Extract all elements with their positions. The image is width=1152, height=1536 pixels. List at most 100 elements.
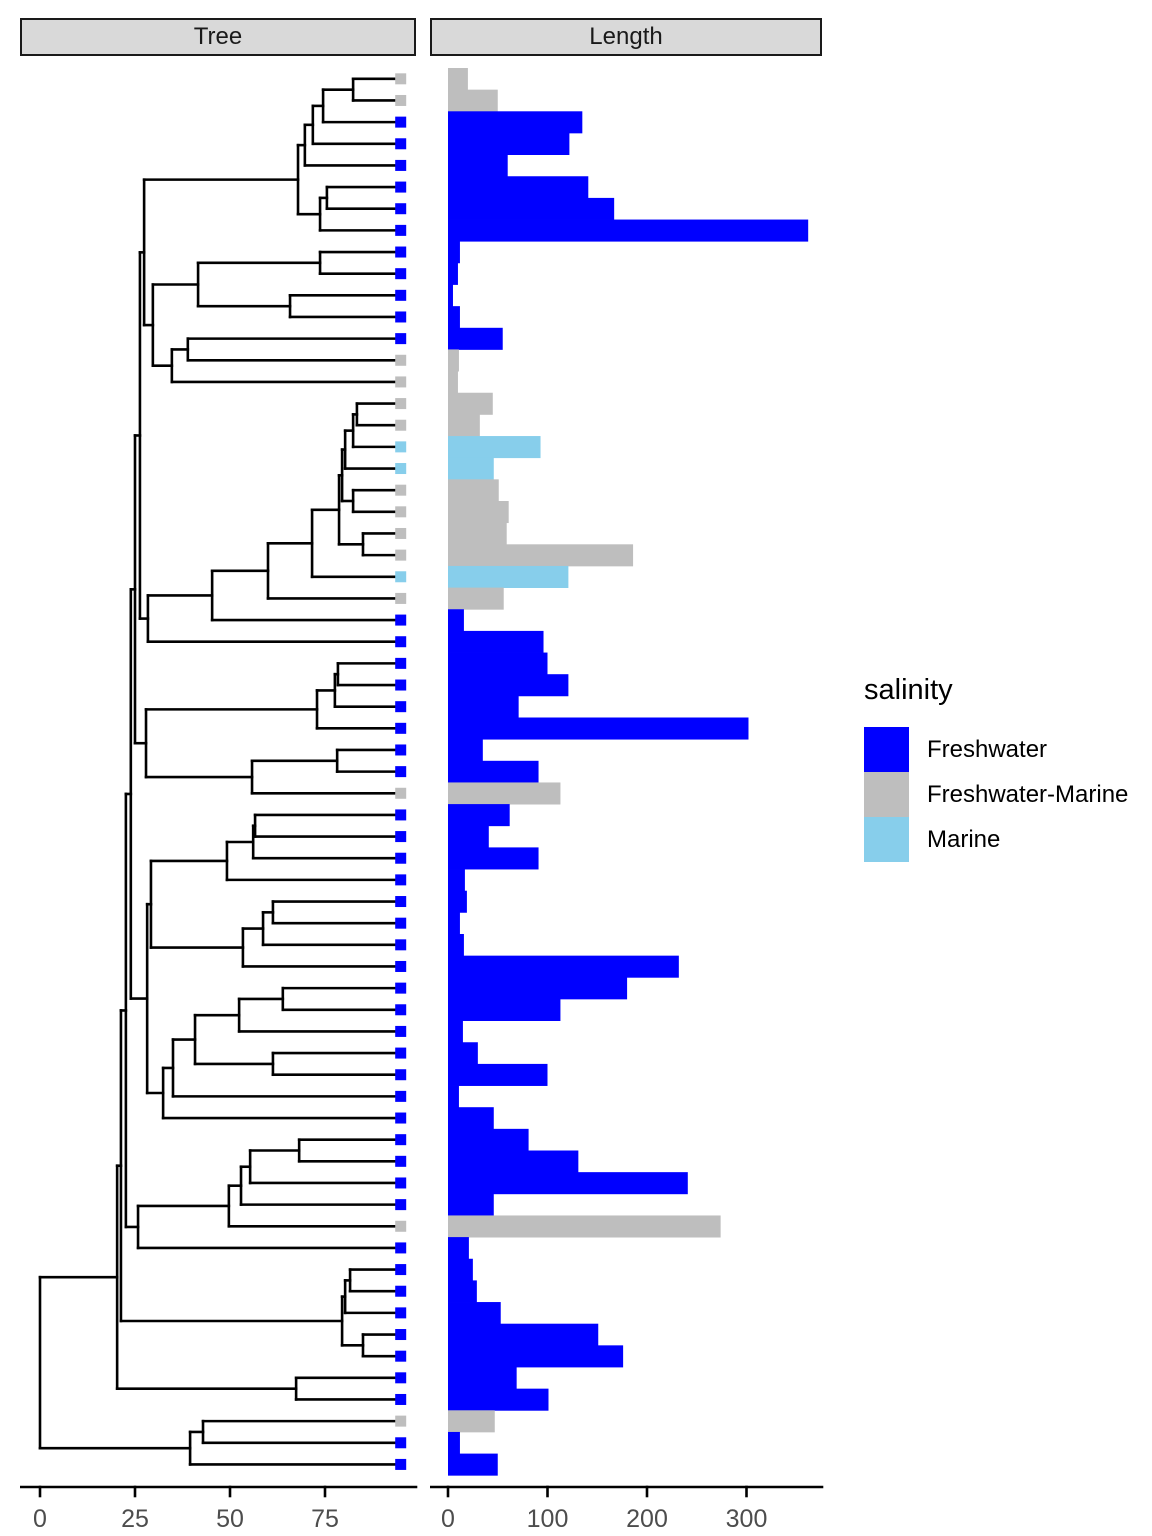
tip-marker bbox=[395, 766, 407, 778]
tip-marker bbox=[395, 398, 407, 410]
tip-marker bbox=[395, 657, 407, 669]
length-bar bbox=[448, 132, 570, 155]
length-bar bbox=[448, 869, 465, 892]
tip-marker bbox=[395, 203, 407, 215]
tip-marker bbox=[395, 571, 407, 583]
tip-marker bbox=[395, 1437, 407, 1449]
length-bar bbox=[448, 414, 480, 437]
length-bar bbox=[448, 327, 503, 350]
length-bar bbox=[448, 760, 539, 783]
length-bar bbox=[448, 717, 749, 740]
tip-marker bbox=[395, 116, 407, 128]
tip-marker bbox=[395, 484, 407, 496]
length-bar bbox=[448, 1172, 688, 1195]
length-bar bbox=[448, 197, 615, 220]
tip-marker bbox=[395, 1285, 407, 1297]
length-bar bbox=[448, 219, 809, 242]
length-bar bbox=[448, 804, 510, 827]
length-bar bbox=[448, 695, 519, 718]
length-strip-label: Length bbox=[589, 23, 663, 50]
length-bar bbox=[448, 955, 679, 978]
legend-label: Freshwater bbox=[927, 735, 1048, 763]
tip-marker bbox=[395, 896, 407, 908]
tip-marker bbox=[395, 159, 407, 171]
tip-marker bbox=[395, 1307, 407, 1319]
tip-marker bbox=[395, 1329, 407, 1341]
length-bar bbox=[448, 1431, 460, 1454]
length-bar bbox=[448, 457, 494, 480]
tree-axis-tick-label: 50 bbox=[216, 1505, 244, 1533]
legend-label: Marine bbox=[927, 825, 1001, 853]
tip-marker bbox=[395, 636, 407, 648]
tree-axis-tick-label: 0 bbox=[33, 1505, 47, 1533]
length-bar bbox=[448, 609, 464, 632]
legend-swatch bbox=[864, 727, 909, 772]
tip-marker bbox=[395, 506, 407, 518]
length-bar bbox=[448, 977, 628, 1000]
tip-marker bbox=[395, 1004, 407, 1016]
length-bar bbox=[448, 1107, 494, 1130]
length-bar bbox=[448, 284, 453, 307]
tip-marker bbox=[395, 73, 407, 85]
tip-marker bbox=[395, 809, 407, 821]
tip-marker bbox=[395, 441, 407, 453]
legend-swatch bbox=[864, 772, 909, 817]
length-bar bbox=[448, 1128, 529, 1151]
tip-marker bbox=[395, 787, 407, 799]
legend-item: Freshwater bbox=[864, 727, 1128, 772]
tip-marker bbox=[395, 354, 407, 366]
tip-marker bbox=[395, 246, 407, 258]
length-bar bbox=[448, 847, 539, 870]
length-axis-tick-label: 200 bbox=[626, 1505, 668, 1533]
tip-marker bbox=[395, 1199, 407, 1211]
tip-marker bbox=[395, 549, 407, 561]
length-bar bbox=[448, 436, 541, 459]
length-bar bbox=[448, 1237, 469, 1260]
tip-marker bbox=[395, 1112, 407, 1124]
tip-marker bbox=[395, 1264, 407, 1276]
length-bar bbox=[448, 1367, 517, 1390]
length-bar bbox=[448, 68, 468, 91]
tip-marker bbox=[395, 917, 407, 929]
tip-marker bbox=[395, 722, 407, 734]
length-bar bbox=[448, 587, 504, 610]
length-bar bbox=[448, 1388, 549, 1411]
legend-item: Freshwater-Marine bbox=[864, 772, 1128, 817]
tip-marker bbox=[395, 852, 407, 864]
tip-marker bbox=[395, 376, 407, 388]
tip-marker bbox=[395, 181, 407, 193]
length-bar bbox=[448, 522, 507, 545]
tip-marker bbox=[395, 311, 407, 323]
tip-marker bbox=[395, 1393, 407, 1405]
tree-strip-label: Tree bbox=[193, 23, 243, 50]
length-bar bbox=[448, 306, 460, 329]
legend-swatch bbox=[864, 817, 909, 862]
length-bar bbox=[448, 1063, 548, 1086]
tip-marker bbox=[395, 1415, 407, 1427]
tip-marker bbox=[395, 874, 407, 886]
tip-marker bbox=[395, 1242, 407, 1254]
length-bar bbox=[448, 241, 460, 264]
tip-marker bbox=[395, 592, 407, 604]
tip-marker bbox=[395, 527, 407, 539]
length-bar bbox=[448, 998, 561, 1021]
length-bar bbox=[448, 1323, 599, 1346]
length-bar bbox=[448, 371, 458, 394]
length-bar bbox=[448, 652, 548, 675]
tip-marker bbox=[395, 982, 407, 994]
tree-facet-strip: Tree bbox=[20, 18, 416, 56]
tip-marker bbox=[395, 1047, 407, 1059]
length-bar bbox=[448, 262, 458, 285]
tree-axis-tick-label: 25 bbox=[121, 1505, 149, 1533]
length-bar bbox=[448, 544, 634, 567]
length-bar bbox=[448, 1258, 473, 1281]
tip-marker bbox=[395, 419, 407, 431]
length-bar bbox=[448, 89, 498, 112]
tree-axis-tick-label: 75 bbox=[311, 1505, 339, 1533]
tip-marker bbox=[395, 679, 407, 691]
length-bar bbox=[448, 1302, 501, 1325]
length-bar bbox=[448, 1280, 477, 1303]
tip-marker bbox=[395, 1025, 407, 1037]
